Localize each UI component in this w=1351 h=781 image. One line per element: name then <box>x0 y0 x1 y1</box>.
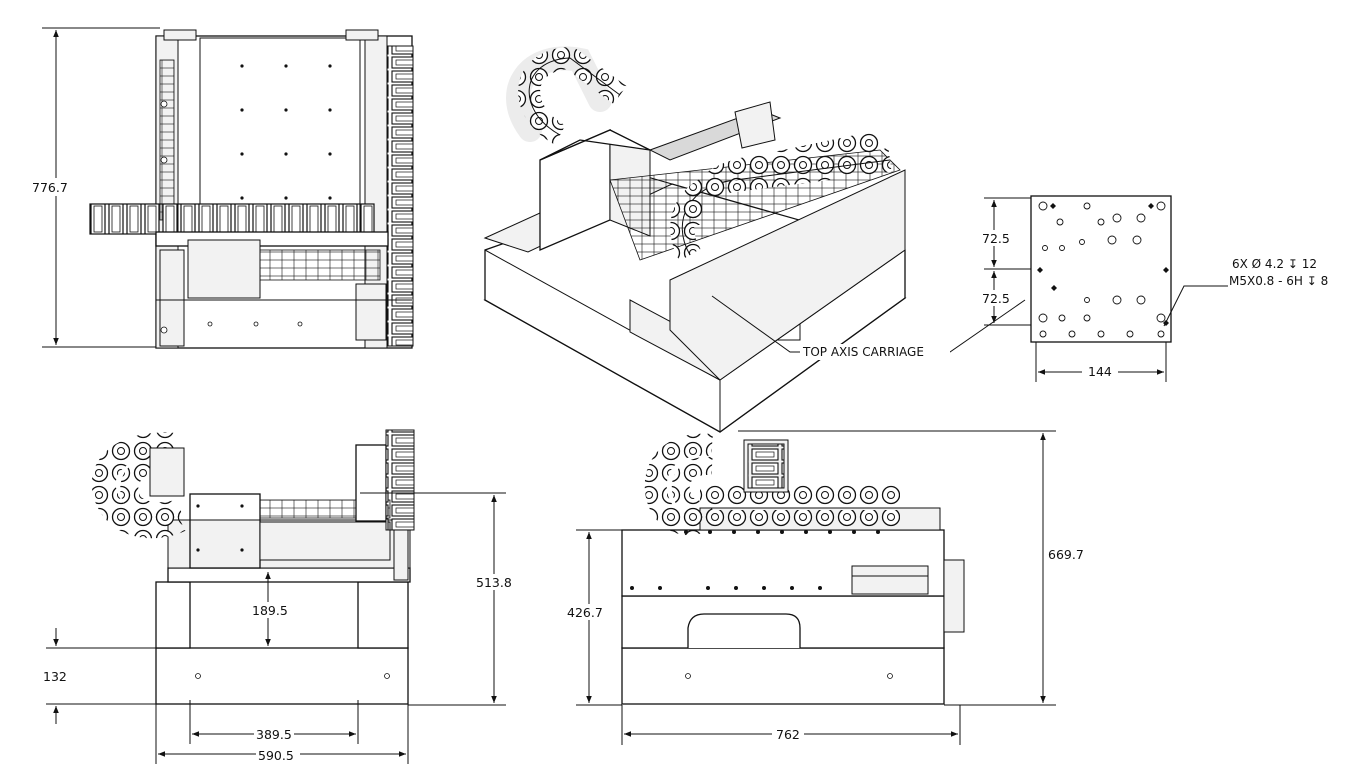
dim-side-width: 762 <box>776 727 800 742</box>
front-view: 513.8 189.5 132 389.5 590.5 <box>43 429 514 764</box>
side-view: 669.7 426.7 762 <box>566 430 1086 745</box>
dim-front-carriage-height: 189.5 <box>252 603 288 618</box>
dim-front-base-height: 132 <box>43 669 67 684</box>
top-view: 776.7 <box>30 27 414 349</box>
isometric-view: TOP AXIS CARRIAGE <box>483 46 1026 433</box>
dim-front-overall-width: 590.5 <box>258 748 294 763</box>
top-axis-carriage-label: TOP AXIS CARRIAGE <box>802 345 924 359</box>
dim-front-total-height: 513.8 <box>476 575 512 590</box>
hole-note-line2: M5X0.8 - 6H ↧ 8 <box>1229 274 1328 288</box>
dim-front-inner-width: 389.5 <box>256 727 292 742</box>
dim-top-height: 776.7 <box>32 180 68 195</box>
dim-carriage-lower: 72.5 <box>982 291 1010 306</box>
dim-carriage-width: 144 <box>1088 364 1112 379</box>
dim-carriage-upper: 72.5 <box>982 231 1010 246</box>
hole-note-line1: 6X Ø 4.2 ↧ 12 <box>1232 257 1317 271</box>
dim-side-base-height: 426.7 <box>567 605 603 620</box>
carriage-detail-view: 72.5 72.5 144 6X Ø 4.2 ↧ 12 M5X0.8 - 6H … <box>980 195 1328 382</box>
dim-side-total-height: 669.7 <box>1048 547 1084 562</box>
